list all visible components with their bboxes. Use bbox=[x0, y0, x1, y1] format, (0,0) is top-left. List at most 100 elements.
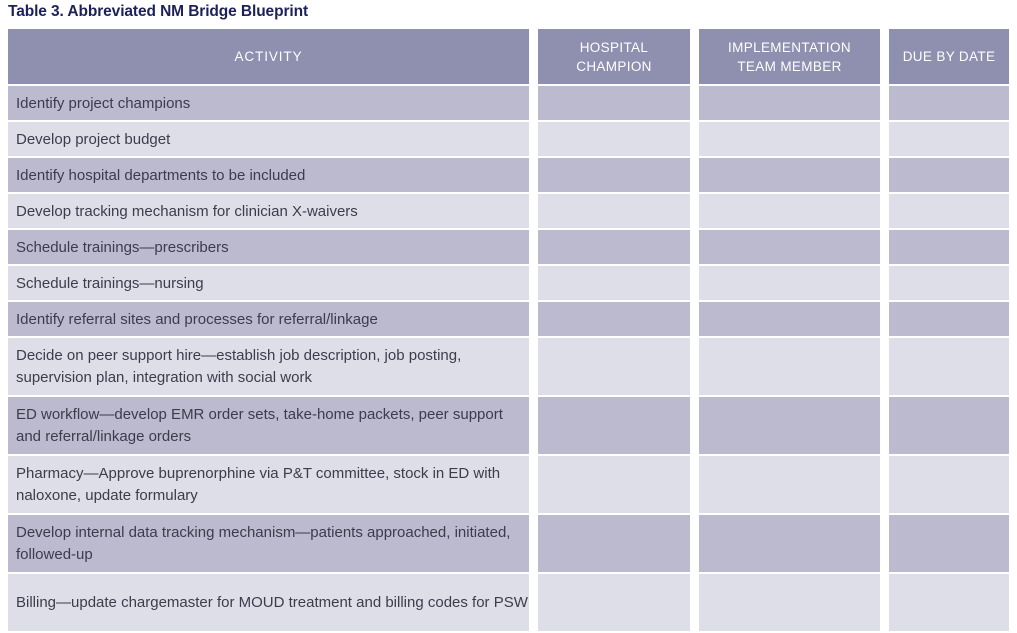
cell-activity: Schedule trainings—nursing bbox=[8, 266, 529, 300]
column-gutter bbox=[529, 29, 538, 84]
cell-activity: Develop internal data tracking mechanism… bbox=[8, 515, 529, 572]
cell-hospital-champion[interactable] bbox=[538, 397, 690, 454]
cell-implementation-team-member[interactable] bbox=[699, 266, 880, 300]
table-row: Identify project champions bbox=[8, 86, 1009, 120]
activity-label: Develop tracking mechanism for clinician… bbox=[16, 202, 358, 220]
column-gutter bbox=[529, 266, 538, 300]
cell-activity: Develop tracking mechanism for clinician… bbox=[8, 194, 529, 228]
page-title: Table 3. Abbreviated NM Bridge Blueprint bbox=[8, 3, 309, 20]
cell-implementation-team-member[interactable] bbox=[699, 230, 880, 264]
cell-due-by-date[interactable] bbox=[889, 515, 1009, 572]
column-gutter bbox=[880, 86, 889, 120]
cell-implementation-team-member[interactable] bbox=[699, 397, 880, 454]
cell-hospital-champion[interactable] bbox=[538, 338, 690, 395]
column-gutter bbox=[690, 194, 699, 228]
activity-label: Schedule trainings—nursing bbox=[16, 274, 204, 292]
cell-due-by-date[interactable] bbox=[889, 230, 1009, 264]
cell-hospital-champion[interactable] bbox=[538, 515, 690, 572]
cell-hospital-champion[interactable] bbox=[538, 158, 690, 192]
cell-hospital-champion[interactable] bbox=[538, 302, 690, 336]
cell-hospital-champion[interactable] bbox=[538, 574, 690, 631]
column-gutter bbox=[690, 397, 699, 454]
column-gutter bbox=[880, 266, 889, 300]
blueprint-table: ACTIVITY HOSPITAL CHAMPION IMPLEMENTATIO… bbox=[8, 29, 1009, 633]
cell-hospital-champion[interactable] bbox=[538, 194, 690, 228]
column-gutter bbox=[880, 158, 889, 192]
cell-hospital-champion[interactable] bbox=[538, 122, 690, 156]
cell-implementation-team-member[interactable] bbox=[699, 338, 880, 395]
cell-implementation-team-member[interactable] bbox=[699, 122, 880, 156]
column-gutter bbox=[690, 86, 699, 120]
cell-implementation-team-member[interactable] bbox=[699, 456, 880, 513]
cell-activity: Identify project champions bbox=[8, 86, 529, 120]
cell-due-by-date[interactable] bbox=[889, 338, 1009, 395]
column-gutter bbox=[690, 515, 699, 572]
column-gutter bbox=[880, 230, 889, 264]
column-gutter bbox=[529, 515, 538, 572]
column-gutter bbox=[529, 194, 538, 228]
column-gutter bbox=[880, 397, 889, 454]
column-gutter bbox=[690, 266, 699, 300]
column-gutter bbox=[529, 158, 538, 192]
column-gutter bbox=[880, 29, 889, 84]
table-header-row: ACTIVITY HOSPITAL CHAMPION IMPLEMENTATIO… bbox=[8, 29, 1009, 84]
table-row: Develop tracking mechanism for clinician… bbox=[8, 194, 1009, 228]
activity-label: Billing—update chargemaster for MOUD tre… bbox=[16, 593, 528, 611]
table-row: Develop project budget bbox=[8, 122, 1009, 156]
activity-label: Identify referral sites and processes fo… bbox=[16, 310, 378, 328]
cell-due-by-date[interactable] bbox=[889, 194, 1009, 228]
cell-due-by-date[interactable] bbox=[889, 397, 1009, 454]
column-gutter bbox=[529, 397, 538, 454]
cell-due-by-date[interactable] bbox=[889, 86, 1009, 120]
column-gutter bbox=[880, 122, 889, 156]
column-gutter bbox=[690, 302, 699, 336]
cell-due-by-date[interactable] bbox=[889, 456, 1009, 513]
cell-implementation-team-member[interactable] bbox=[699, 515, 880, 572]
column-gutter bbox=[690, 158, 699, 192]
cell-hospital-champion[interactable] bbox=[538, 86, 690, 120]
column-header-implementation-team-member-line1: IMPLEMENTATION bbox=[728, 39, 851, 55]
column-gutter bbox=[529, 338, 538, 395]
cell-hospital-champion[interactable] bbox=[538, 456, 690, 513]
cell-due-by-date[interactable] bbox=[889, 158, 1009, 192]
column-gutter bbox=[690, 456, 699, 513]
column-header-hospital-champion-line1: HOSPITAL bbox=[579, 39, 649, 55]
cell-due-by-date[interactable] bbox=[889, 302, 1009, 336]
cell-implementation-team-member[interactable] bbox=[699, 86, 880, 120]
cell-hospital-champion[interactable] bbox=[538, 230, 690, 264]
cell-due-by-date[interactable] bbox=[889, 574, 1009, 631]
activity-label: Decide on peer support hire—establish jo… bbox=[16, 346, 462, 386]
column-header-implementation-team-member: IMPLEMENTATION TEAM MEMBER bbox=[699, 29, 880, 84]
cell-activity: ED workflow—develop EMR order sets, take… bbox=[8, 397, 529, 454]
activity-label: Identify project champions bbox=[16, 94, 191, 112]
table-row: Pharmacy—Approve buprenorphine via P&T c… bbox=[8, 456, 1009, 513]
column-header-activity: ACTIVITY bbox=[8, 29, 529, 84]
table-row: Identify referral sites and processes fo… bbox=[8, 302, 1009, 336]
column-gutter bbox=[690, 230, 699, 264]
table-row: Schedule trainings—prescribers bbox=[8, 230, 1009, 264]
column-gutter bbox=[529, 230, 538, 264]
column-gutter bbox=[690, 122, 699, 156]
cell-implementation-team-member[interactable] bbox=[699, 574, 880, 631]
cell-due-by-date[interactable] bbox=[889, 266, 1009, 300]
activity-label: ED workflow—develop EMR order sets, take… bbox=[16, 405, 503, 445]
cell-implementation-team-member[interactable] bbox=[699, 158, 880, 192]
column-header-hospital-champion-line2: CHAMPION bbox=[576, 58, 652, 74]
cell-due-by-date[interactable] bbox=[889, 122, 1009, 156]
cell-activity: Develop project budget bbox=[8, 122, 529, 156]
cell-implementation-team-member[interactable] bbox=[699, 194, 880, 228]
table-row: ED workflow—develop EMR order sets, take… bbox=[8, 397, 1009, 454]
column-gutter bbox=[880, 194, 889, 228]
column-gutter bbox=[529, 456, 538, 513]
column-header-due-by-date: DUE BY DATE bbox=[889, 29, 1009, 84]
table-row: Decide on peer support hire—establish jo… bbox=[8, 338, 1009, 395]
activity-label: Develop internal data tracking mechanism… bbox=[16, 523, 511, 563]
column-gutter bbox=[880, 515, 889, 572]
activity-label: Schedule trainings—prescribers bbox=[16, 238, 229, 256]
cell-hospital-champion[interactable] bbox=[538, 266, 690, 300]
table-row: Schedule trainings—nursing bbox=[8, 266, 1009, 300]
column-gutter bbox=[529, 574, 538, 631]
cell-implementation-team-member[interactable] bbox=[699, 302, 880, 336]
